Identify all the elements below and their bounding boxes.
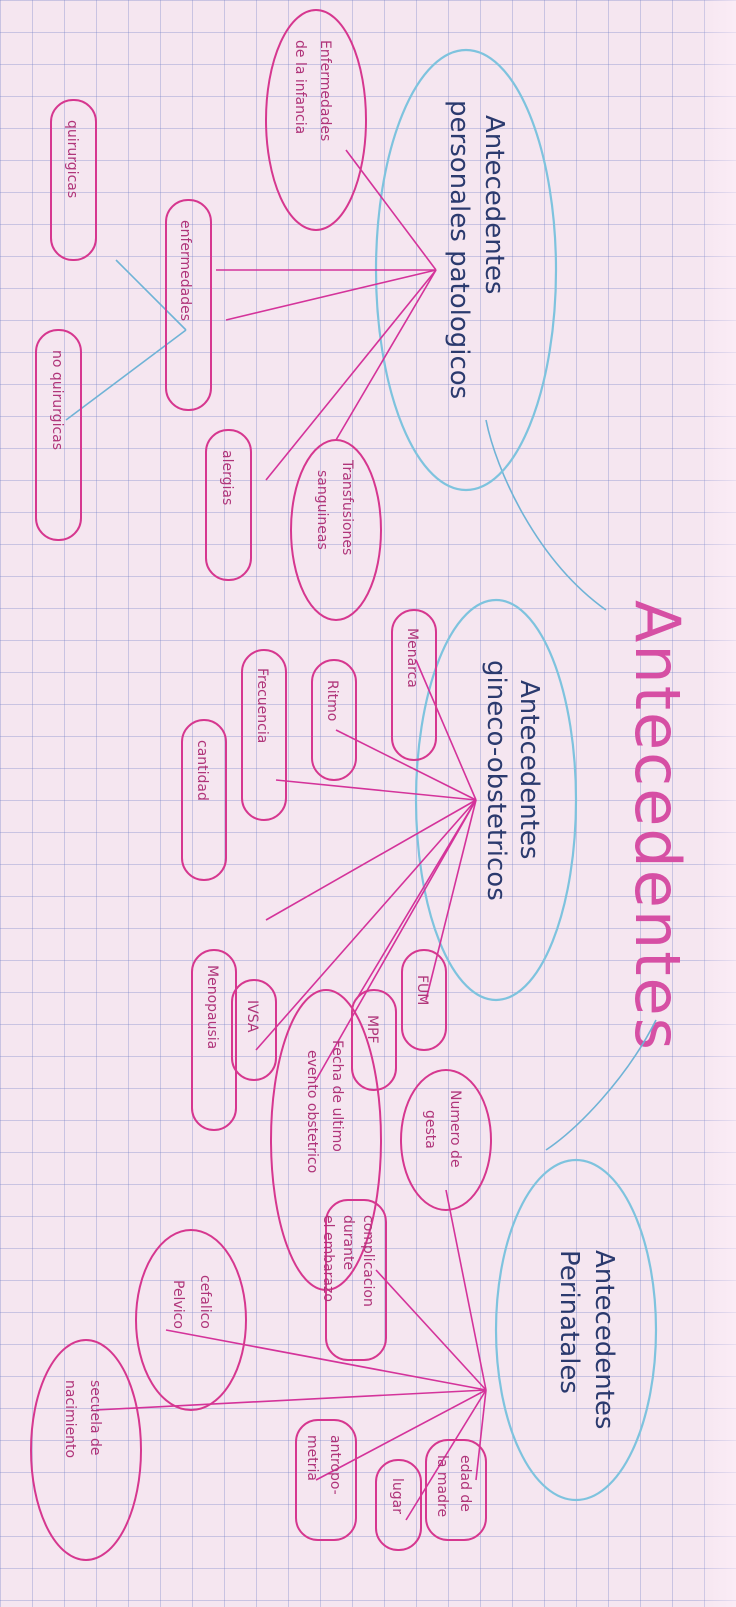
fum-label: FUM: [414, 975, 430, 1005]
quirurgicas-label: quirurgicas: [64, 120, 80, 198]
fecha-line2: evento obstetrico: [304, 1050, 320, 1173]
gineco-line1: Antecedentes: [514, 680, 544, 859]
perinatales-links: [95, 1189, 487, 1521]
mpf-outline: [351, 989, 397, 1091]
alergias-outline: [205, 429, 252, 581]
complicacion-outline: [325, 1199, 387, 1361]
complicacion-line3: el embarazo: [320, 1215, 336, 1302]
personales-links: [216, 149, 437, 481]
infancia-line2: de la infancia: [292, 40, 308, 134]
complicacion-line1: complicacion: [360, 1215, 376, 1307]
secuela-line1: secuela de: [87, 1380, 103, 1456]
gineco-links: [255, 659, 477, 1081]
mpf-label: MPF: [364, 1015, 380, 1044]
personales-line2: personales patologicos: [444, 100, 474, 399]
numero-line2: gesta: [422, 1110, 438, 1149]
ivsa-label: IVSA: [244, 1000, 260, 1033]
lugar-label: lugar: [389, 1478, 405, 1514]
frecuencia-outline: [241, 649, 287, 821]
paper-edge: [696, 0, 736, 1607]
gineco-outline: [414, 598, 578, 1002]
secuela-line2: nacimiento: [62, 1380, 78, 1458]
edad-outline: [425, 1439, 487, 1541]
menarca-label: Menarca: [404, 628, 420, 688]
personales-line1: Antecedentes: [479, 115, 509, 294]
title: Antecedentes: [621, 600, 694, 1052]
cantidad-label: cantidad: [194, 740, 210, 801]
transfusiones-line2: sanguineas: [314, 470, 330, 550]
quirurgicas-outline: [50, 99, 97, 261]
menopausia-outline: [191, 949, 237, 1131]
gineco-line2: gineco-obstetricos: [481, 660, 511, 901]
cefalico-line1: cefalico: [197, 1275, 213, 1329]
transfusiones-line1: Transfusiones: [339, 459, 355, 555]
fecha-line1: Fecha de ultimo: [329, 1040, 345, 1152]
cefalico-outline: [135, 1229, 247, 1411]
transfusiones-outline: [290, 439, 382, 621]
menopausia-label: Menopausia: [204, 965, 220, 1049]
connector-title-personales: [485, 419, 607, 611]
no-quirurgicas-outline: [35, 329, 82, 541]
connector-title-perinatales: [545, 1019, 657, 1151]
antropometria-line1: antropo-: [327, 1435, 343, 1495]
secuela-outline: [30, 1339, 142, 1561]
enfermedades-outline: [165, 199, 212, 411]
fum-outline: [401, 949, 447, 1051]
antropometria-outline: [295, 1419, 357, 1541]
frecuencia-label: Frecuencia: [254, 668, 270, 743]
cantidad-outline: [181, 719, 227, 881]
menarca-outline: [391, 609, 437, 761]
cefalico-line2: Pelvico: [170, 1280, 186, 1329]
perinatales-line1: Antecedentes: [589, 1250, 619, 1429]
perinatales-line2: Perinatales: [554, 1250, 584, 1394]
no-quirurgicas-label: no quirurgicas: [49, 350, 65, 450]
perinatales-outline: [494, 1158, 658, 1502]
antropometria-line2: metria: [304, 1435, 320, 1481]
lugar-outline: [375, 1459, 422, 1551]
numero-outline: [400, 1069, 492, 1211]
ritmo-label: Ritmo: [324, 680, 340, 721]
complicacion-line2: durante: [340, 1215, 356, 1270]
edad-line2: la madre: [434, 1455, 450, 1517]
enfermedades-label: enfermedades: [177, 220, 193, 321]
infancia-line1: Enfermedades: [317, 40, 333, 141]
ivsa-outline: [231, 979, 277, 1081]
infancia-outline: [265, 9, 367, 231]
edad-line1: edad de: [457, 1455, 473, 1512]
ritmo-outline: [311, 659, 357, 781]
numero-line1: Numero de: [447, 1090, 463, 1168]
alergias-label: alergias: [219, 450, 235, 505]
